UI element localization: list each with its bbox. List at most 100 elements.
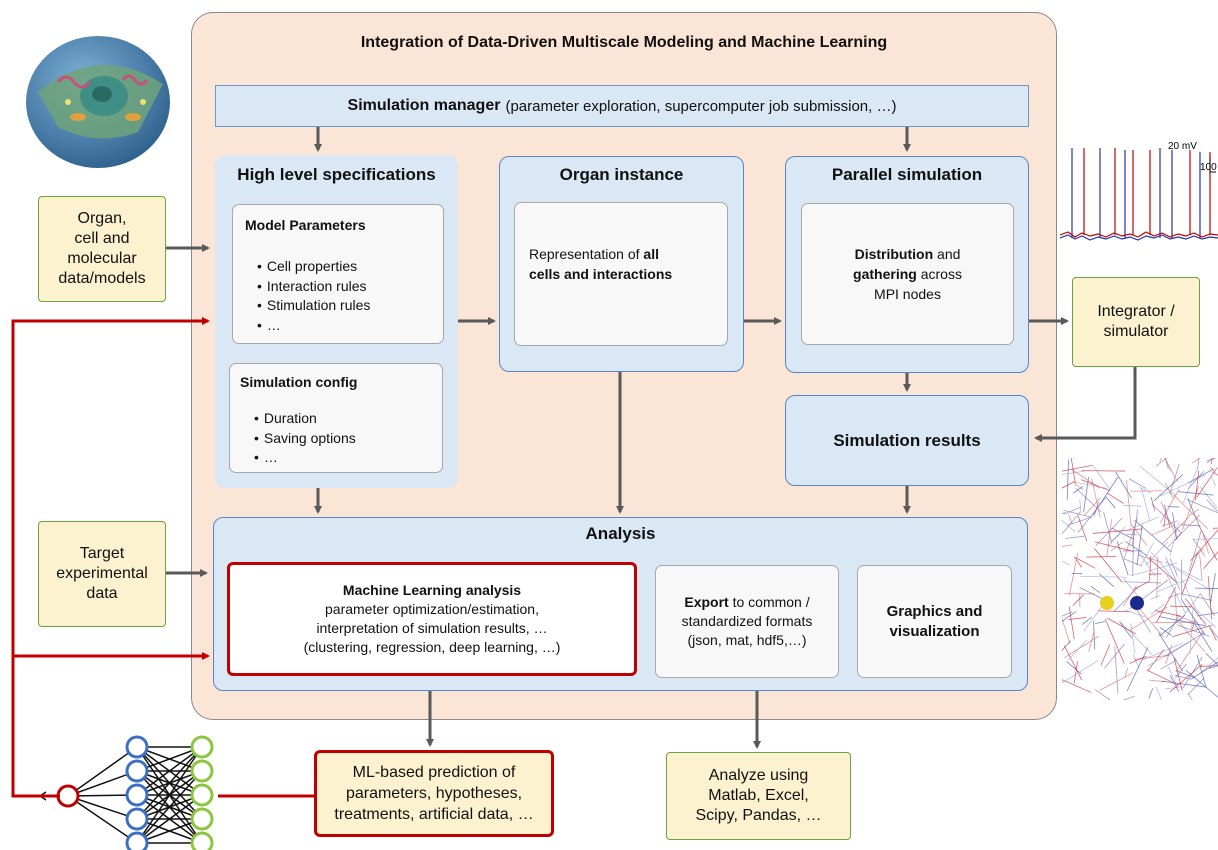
neuron-branch (1180, 598, 1206, 636)
organ-instance-inner: Representation of all cells and interact… (514, 202, 728, 346)
neuron-branch (1079, 499, 1082, 512)
neuron-branch (1073, 485, 1084, 494)
neuron-branch (1068, 606, 1075, 640)
nn-node (190, 759, 214, 783)
neuron-branch (1073, 661, 1078, 684)
time-scale-label: 100 m (1200, 162, 1218, 173)
simulation-config-title: Simulation config (240, 374, 358, 390)
simulation-results-box: Simulation results (785, 395, 1029, 486)
neuron-branch (1194, 623, 1213, 653)
organ-instance-title: Organ instance (559, 165, 684, 184)
target-data-box: Target experimental data (38, 521, 166, 627)
neuron-branch (1068, 617, 1087, 621)
ml-prediction-box: ML-based prediction of parameters, hypot… (314, 750, 554, 837)
neuron-branch (1147, 649, 1165, 671)
neuron-branch (1175, 670, 1196, 679)
neuron-branch (1080, 479, 1110, 491)
neuron-branch (1202, 534, 1209, 555)
nn-node (125, 831, 149, 850)
neuron-branch (1192, 538, 1218, 540)
organ-data-line: data/models (58, 270, 146, 287)
nn-connection (67, 795, 138, 820)
simulation-manager-label: Simulation manager (347, 97, 501, 114)
neuron-branch (1057, 677, 1092, 693)
neuron-branch (1153, 474, 1184, 502)
neuron-branch (1191, 619, 1196, 630)
neuron-branch (1129, 655, 1147, 664)
neuron-branch (1187, 677, 1205, 695)
neuron-branch (1147, 557, 1177, 583)
neuron-branch (1134, 519, 1172, 553)
neuron-branch (1066, 459, 1069, 500)
neuron-branch (1119, 621, 1133, 639)
ml-analysis-line: interpretation of simulation results, … (316, 620, 548, 636)
analysis-title: Analysis (585, 524, 656, 543)
nn-connection (136, 770, 203, 844)
organ-data-line: cell and (74, 230, 130, 247)
parallel-line-1: Distribution and (854, 246, 961, 262)
neuron-branch (1181, 552, 1199, 595)
neuron-branch (1174, 674, 1191, 680)
neuron-branch (1180, 593, 1212, 601)
graphics-line: Graphics and (886, 602, 983, 620)
neuron-branch (1210, 471, 1218, 476)
nn-connection (67, 795, 138, 844)
neuron-branch (1207, 576, 1213, 620)
nn-connection (136, 746, 203, 820)
neuron-branch (1130, 562, 1178, 577)
neuron-branch (1161, 680, 1208, 688)
model-parameters-list: Cell properties Interaction rules Stimul… (257, 257, 371, 335)
neuron-branch (1090, 585, 1100, 594)
neuron-branch (1080, 576, 1127, 578)
neuron-branch (1093, 621, 1096, 650)
neuron-branch (1169, 521, 1180, 557)
neuron-branch (1175, 568, 1212, 591)
neuron-branch (1187, 498, 1199, 524)
list-item: Saving options (254, 429, 356, 449)
neuron-branch (1169, 605, 1192, 608)
neuron-branch (1140, 487, 1151, 521)
neuron-branch (1192, 538, 1206, 557)
neuron-branch (1154, 610, 1182, 617)
neuron-branch (1199, 486, 1218, 508)
target-data-line: Target (79, 545, 125, 562)
simulation-config-box: Simulation config Duration Saving option… (229, 363, 443, 473)
nn-node (190, 783, 214, 807)
neuron-branch (1148, 688, 1154, 699)
neuron-branch (1175, 531, 1183, 541)
high-level-specifications-title: High level specifications (237, 165, 436, 184)
neuron-branch (1107, 617, 1137, 635)
parallel-simulation-inner: Distribution and gathering across MPI no… (801, 203, 1014, 345)
neuron-branch (1206, 499, 1218, 512)
neuron-branch (1091, 478, 1101, 518)
neuron-branch (1124, 609, 1146, 618)
voltage-trace-figure: 20 mV 100 m (1059, 140, 1218, 252)
nn-connection (67, 770, 138, 797)
nn-node (125, 735, 149, 759)
neuron-branch (1156, 556, 1159, 598)
neuron-branch (1150, 496, 1156, 512)
organ-data-box: Organ, cell and molecular data/models (38, 196, 166, 302)
neuron-branch (1100, 644, 1111, 666)
neuron-branch (1148, 573, 1162, 575)
neuron-branch (1173, 657, 1183, 691)
neuron-branch (1199, 657, 1218, 674)
nn-connection (67, 794, 138, 797)
target-data-line: experimental (56, 565, 148, 582)
neuron-branch (1099, 573, 1115, 587)
neuron-branch (1150, 551, 1176, 582)
neuron-branch (1126, 647, 1149, 692)
organ-text-normal: Representation of (529, 246, 640, 262)
neuron-branch (1083, 606, 1103, 632)
neuron-branch (1111, 533, 1120, 542)
neuron-branch (1162, 520, 1178, 527)
ml-prediction-line: ML-based prediction of (352, 764, 516, 781)
list-item: Interaction rules (257, 277, 370, 297)
neuron-branch (1104, 643, 1125, 669)
neuron-branch (1111, 527, 1134, 540)
simulation-manager-box: Simulation manager (parameter exploratio… (215, 85, 1029, 127)
neuron-branch (1195, 548, 1204, 557)
analyze-using-line: Analyze using (708, 767, 809, 784)
neuron-branch (1099, 672, 1134, 691)
